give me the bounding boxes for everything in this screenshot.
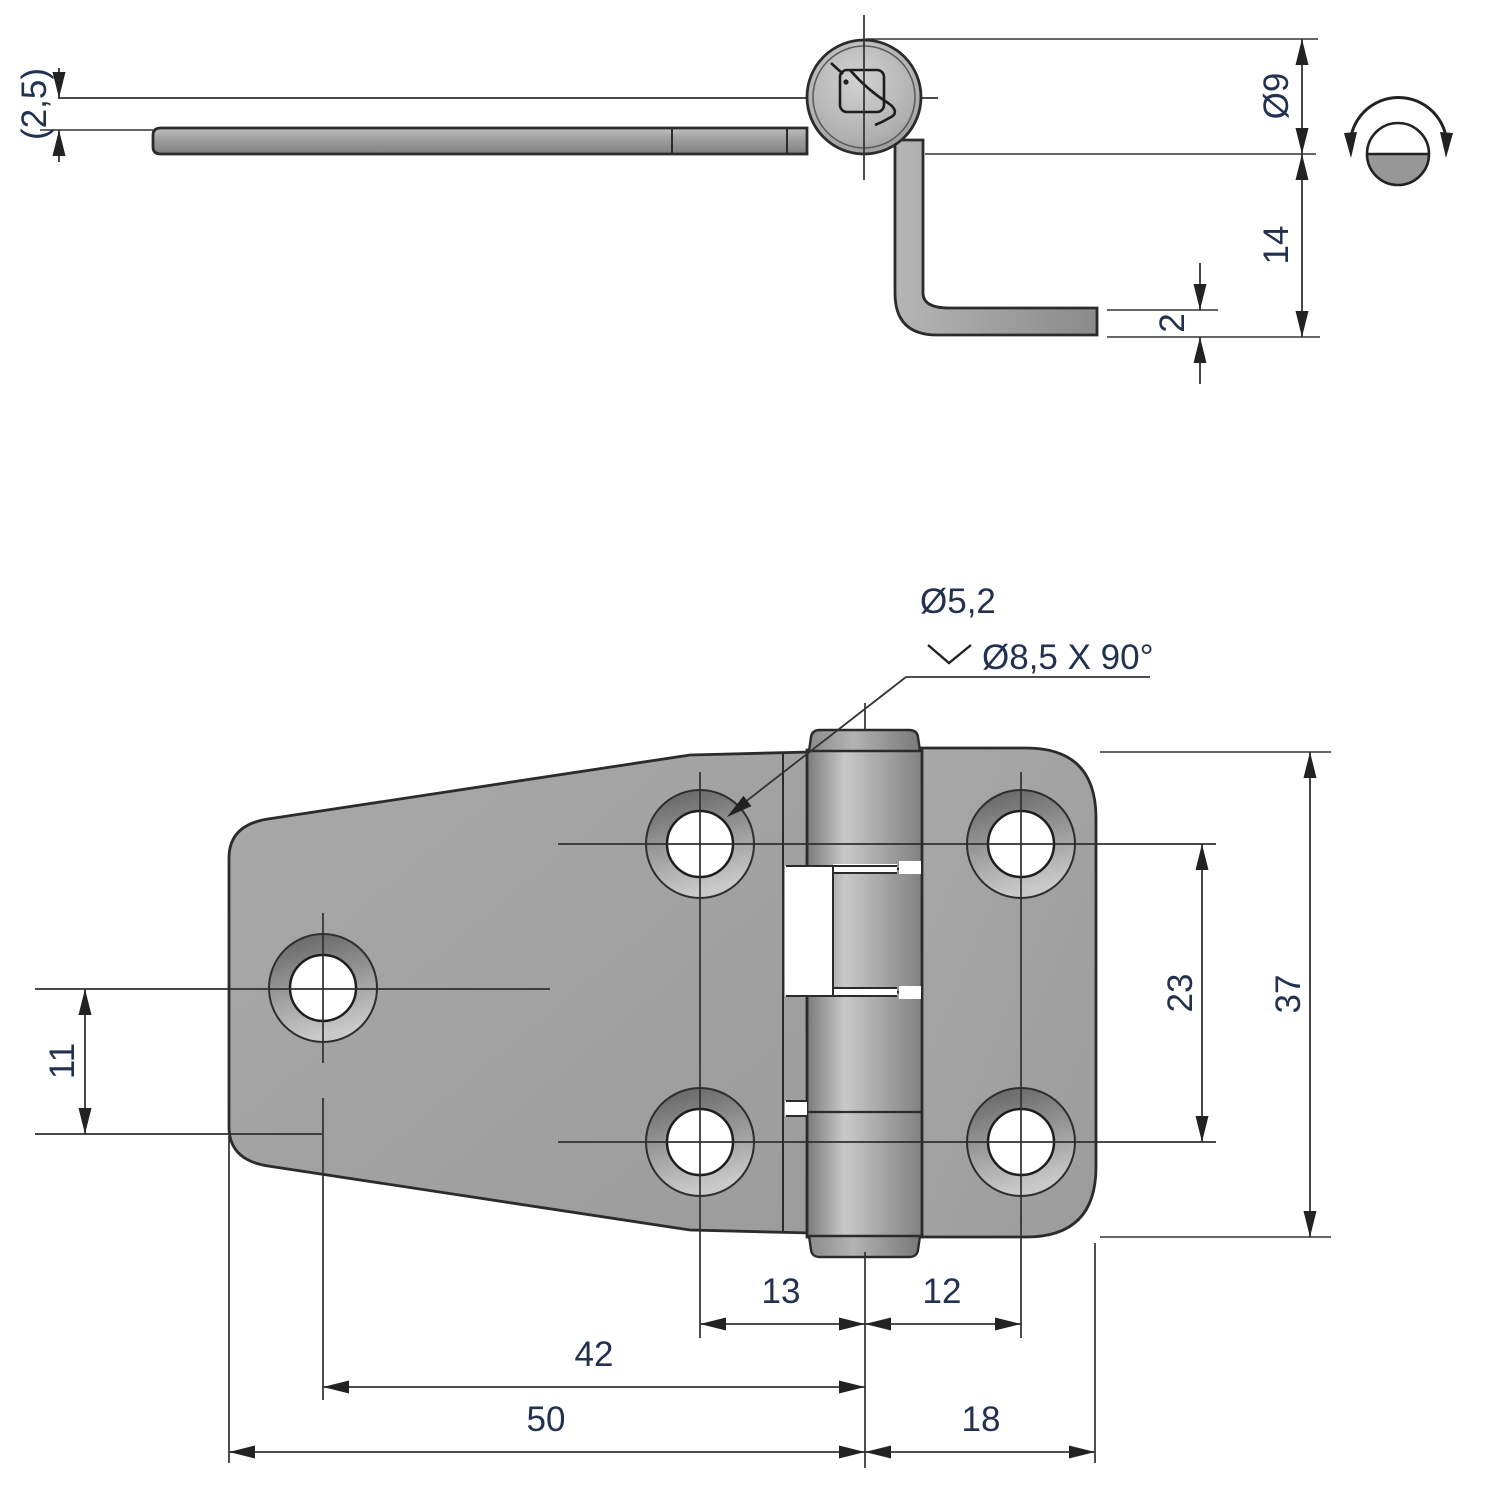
dim-left-leaf-width: 50 bbox=[229, 1400, 865, 1459]
dim-left-hole-to-axis: 42 bbox=[323, 1335, 865, 1394]
dim-overall-height: 37 bbox=[1269, 752, 1317, 1237]
countersink-icon bbox=[927, 644, 972, 665]
dim-label-lower-leaf-thickness: 2 bbox=[1153, 313, 1192, 332]
dim-hole-left-of-axis: 13 bbox=[700, 1272, 865, 1331]
barrel-bottom-cap bbox=[807, 1234, 922, 1259]
dim-label-pin-diameter: Ø9 bbox=[1257, 73, 1296, 120]
rotation-symbol-icon bbox=[1344, 96, 1453, 187]
callout-hole-diameter: Ø5,2 bbox=[920, 582, 996, 621]
dim-label-hole-left-of-axis: 13 bbox=[762, 1272, 801, 1311]
dim-lower-leaf-thickness: 2 bbox=[1107, 263, 1320, 384]
dim-leaf-offset: (2,5) bbox=[15, 68, 153, 162]
callout-countersink-spec: Ø8,5 X 90° bbox=[982, 638, 1154, 677]
dim-label-hole-vertical-spacing: 23 bbox=[1161, 974, 1200, 1013]
dim-hole-right-of-axis: 12 bbox=[865, 1272, 1021, 1331]
dim-hole-to-edge: 11 bbox=[43, 989, 92, 1134]
centerlines bbox=[35, 703, 1331, 1468]
dim-label-left-leaf-width: 50 bbox=[527, 1400, 566, 1439]
dim-hole-vertical-spacing: 23 bbox=[1161, 844, 1209, 1142]
dim-label-hole-right-of-axis: 12 bbox=[923, 1272, 962, 1311]
hinge-curl-icon bbox=[830, 62, 897, 127]
side-view-flat-leaf bbox=[151, 126, 809, 156]
side-view-bent-leaf bbox=[893, 138, 1099, 337]
dim-label-overall-height: 37 bbox=[1269, 975, 1308, 1014]
dim-right-leaf-width: 18 bbox=[865, 1400, 1095, 1459]
barrel-top-cap bbox=[807, 728, 922, 753]
dim-label-hole-to-edge: 11 bbox=[43, 1043, 82, 1079]
dim-label-drop-height: 14 bbox=[1257, 226, 1296, 265]
knuckle-clearance-slots bbox=[785, 861, 921, 1117]
dim-drop-height: 14 bbox=[1257, 154, 1309, 337]
hole-callout: Ø5,2 Ø8,5 X 90° bbox=[727, 582, 1154, 817]
dim-label-right-leaf-width: 18 bbox=[962, 1400, 1001, 1439]
plan-view: Ø5,2 Ø8,5 X 90° 11 23 37 bbox=[35, 582, 1331, 1468]
callout-leader bbox=[730, 676, 907, 814]
dim-pin-diameter: Ø9 bbox=[1257, 39, 1309, 154]
side-view: (2,5) Ø9 14 2 bbox=[15, 15, 1453, 384]
dim-label-leaf-offset: (2,5) bbox=[15, 68, 54, 140]
dim-label-left-hole-to-axis: 42 bbox=[575, 1335, 614, 1374]
